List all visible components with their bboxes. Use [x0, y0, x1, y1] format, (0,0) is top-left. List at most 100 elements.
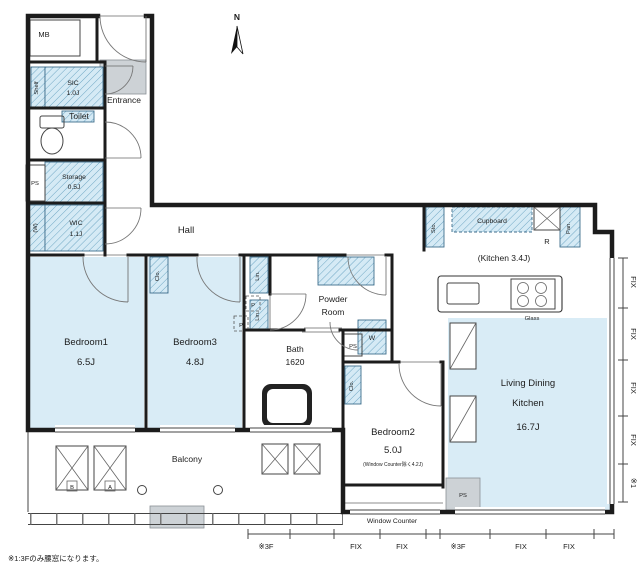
ps3-label: PS [459, 493, 467, 499]
bedroom1-size: 6.5J [77, 357, 95, 368]
bottom-mark-3: ※3F [450, 542, 465, 551]
kitchen-note: (Kitchen 3.4J) [478, 253, 531, 263]
pipe-box-1 [245, 295, 261, 312]
right-mark-2: FIX [629, 382, 638, 394]
bedroom2-size: 5.0J [384, 445, 402, 456]
balcony-unit-a [93, 445, 127, 491]
outdoor-unit-1 [261, 443, 289, 475]
cupboard-cabinet [451, 206, 533, 233]
ldk-label-2: Kitchen [512, 398, 544, 409]
right-mark-4: ※1 [629, 478, 638, 488]
powder-label-1: Powder [319, 294, 348, 304]
wic-size: 1.1J [70, 231, 83, 238]
door-arcs [82, 15, 442, 407]
fixtures [25, 19, 563, 495]
sto-label: Sto. [431, 222, 437, 233]
right-mark-0: FIX [629, 276, 638, 288]
window-counter-label: Window Counter [367, 518, 418, 525]
stove [510, 278, 556, 310]
bottom-mark-5: FIX [563, 542, 575, 551]
balcony-drain-2 [213, 485, 223, 495]
ps1-label: PS [31, 181, 39, 187]
wic-label: WIC [69, 220, 82, 227]
window-ticks [247, 257, 628, 539]
bedroom1-label: Bedroom1 [64, 337, 108, 348]
wic-closet [44, 204, 104, 252]
bedroom2-door [398, 363, 442, 407]
bedroom3-door [196, 256, 241, 303]
kitchen-counter [437, 275, 563, 313]
outdoor-unit-2 [293, 443, 321, 475]
balcony-pier [149, 505, 205, 529]
windows [55, 258, 617, 517]
thin-structure [27, 15, 443, 525]
hall-label: Hall [178, 225, 194, 236]
clo1-label: Clo. [155, 270, 161, 281]
shelf-label: Shelf [34, 81, 40, 95]
bedroom3-closet [149, 256, 169, 294]
unit-b-label: B [70, 485, 74, 491]
glass-label: Glass [525, 316, 540, 322]
storage-hatches [28, 66, 581, 405]
sic-label: SIC [67, 80, 78, 87]
balcony-unit-b [55, 445, 89, 491]
balcony-drain-1 [137, 485, 147, 495]
washer-label: W [369, 335, 376, 342]
toilet-door [104, 121, 142, 159]
washer-space [357, 319, 387, 355]
powder-label-2: Room [322, 307, 345, 317]
kitchen-sink [446, 282, 480, 305]
entrance-floor [99, 59, 147, 95]
bedroom3-size: 4.8J [186, 357, 204, 368]
pipe-shaft-box [445, 477, 481, 511]
bottom-mark-1: FIX [350, 542, 362, 551]
compass-icon [231, 25, 244, 55]
pan-label: Pan. [566, 222, 572, 234]
bottom-mark-0: ※3F [258, 542, 273, 551]
cupboard-label: Cupboard [477, 218, 507, 225]
bath-sliding-door [302, 327, 342, 333]
bath-label: Bath [286, 344, 304, 354]
toilet-label: Toilet [69, 111, 89, 121]
bath-size: 1620 [286, 357, 305, 367]
bottom-mark-4: FIX [515, 542, 527, 551]
compass-n-label: N [234, 12, 240, 22]
entrance-label: Entrance [107, 95, 141, 105]
unit-a-label: A [108, 485, 112, 491]
ldk-size: 16.7J [516, 422, 539, 433]
bedroom1-door [82, 256, 129, 303]
bedroom2-closet [344, 365, 362, 405]
ldk-label-1: Living Dining [501, 378, 555, 389]
right-mark-3: FIX [629, 434, 638, 446]
p1-label: P [251, 303, 255, 309]
storage-label: Storage [62, 174, 86, 181]
w-shaft-label: (W) [33, 223, 39, 232]
storage-closet [44, 161, 104, 203]
bedroom1-area [30, 257, 144, 428]
toilet-tank [39, 115, 65, 129]
powder-cabinet [317, 256, 375, 286]
linen-closet-1 [249, 256, 269, 294]
sic-size: 1.0J [67, 90, 80, 97]
wic-door [104, 207, 142, 245]
mb-label: MB [38, 30, 49, 39]
bedroom2-label: Bedroom2 [371, 427, 415, 438]
entrance-door [99, 15, 147, 63]
bedroom3-label: Bedroom3 [173, 337, 217, 348]
clo2-label: Clo. [349, 380, 355, 391]
balcony-label: Balcony [172, 454, 203, 464]
lin2-label: Lin. [255, 311, 261, 321]
labels: MB N Shelf SIC 1.0J Entrance Toilet PS S… [8, 12, 638, 563]
washer-door [329, 321, 359, 351]
bottom-mark-2: FIX [396, 542, 408, 551]
powder-door [347, 256, 387, 296]
refrigerator-label: R [544, 237, 550, 246]
sic-closet [44, 66, 104, 109]
lin1-label: Lin. [255, 271, 261, 281]
storage-size: 0.5J [68, 184, 81, 191]
powder-inner-door [269, 293, 307, 331]
footnote-caption: ※1:3Fのみ腰窓になります。 [8, 553, 104, 563]
ps2-label: PS [349, 344, 357, 350]
